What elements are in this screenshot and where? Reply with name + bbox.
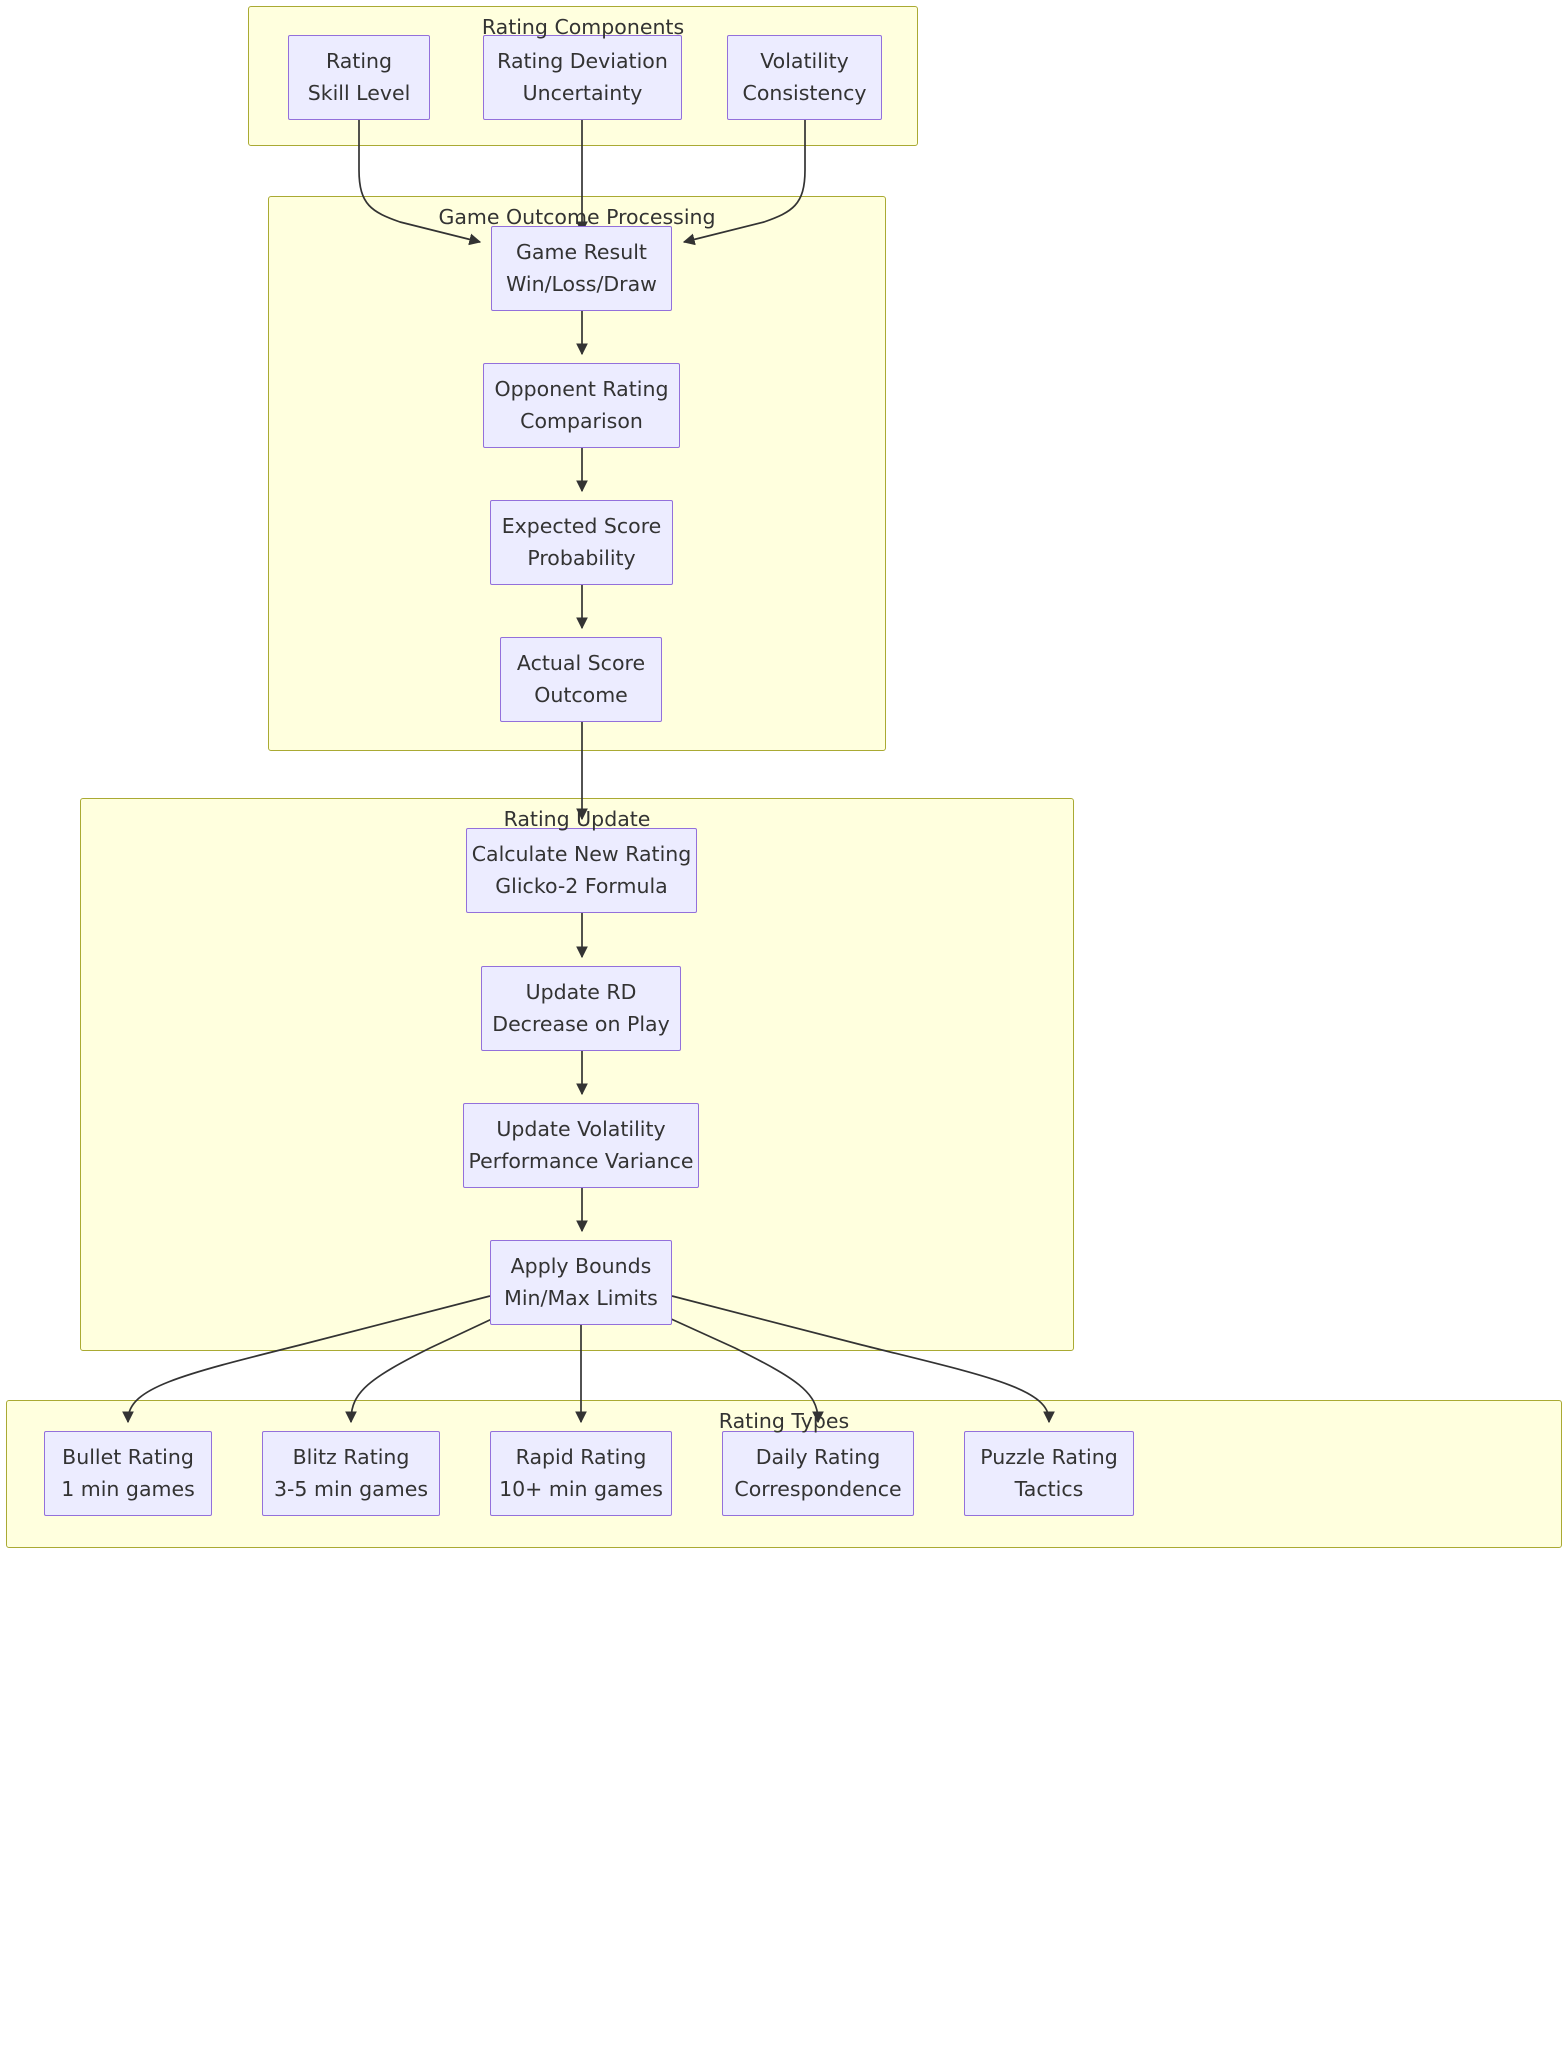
node-blitz-rating[interactable]: Blitz Rating 3-5 min games bbox=[262, 1431, 440, 1516]
node-rapid-rating-subtitle: 10+ min games bbox=[499, 1476, 663, 1501]
node-update-rd-subtitle: Decrease on Play bbox=[492, 1011, 670, 1036]
node-daily-rating-subtitle: Correspondence bbox=[734, 1476, 902, 1501]
node-update-volatility-subtitle: Performance Variance bbox=[468, 1148, 694, 1173]
node-apply-bounds-subtitle: Min/Max Limits bbox=[504, 1285, 658, 1310]
node-rapid-rating-title: Rapid Rating bbox=[515, 1444, 647, 1469]
node-game-result-subtitle: Win/Loss/Draw bbox=[506, 271, 657, 296]
cluster-label-rating-update: Rating Update bbox=[503, 807, 651, 831]
node-bullet-rating[interactable]: Bullet Rating 1 min games bbox=[44, 1431, 212, 1516]
node-volatility-title: Volatility bbox=[760, 48, 849, 73]
node-rating-title: Rating bbox=[325, 48, 393, 73]
node-apply-bounds-title: Apply Bounds bbox=[510, 1253, 652, 1278]
node-expected-score-title: Expected Score bbox=[501, 513, 662, 538]
node-puzzle-rating-subtitle: Tactics bbox=[1014, 1476, 1084, 1501]
node-bullet-rating-subtitle: 1 min games bbox=[61, 1476, 195, 1501]
cluster-label-game-outcome-processing: Game Outcome Processing bbox=[438, 205, 716, 229]
node-opponent-rating-title: Opponent Rating bbox=[494, 376, 669, 401]
node-rating-deviation-subtitle: Uncertainty bbox=[522, 80, 643, 105]
node-volatility-subtitle: Consistency bbox=[742, 80, 867, 105]
node-daily-rating-title: Daily Rating bbox=[755, 1444, 881, 1469]
node-calculate-rating-subtitle: Glicko-2 Formula bbox=[495, 873, 668, 898]
node-actual-score-subtitle: Outcome bbox=[534, 682, 628, 707]
node-update-rd[interactable]: Update RD Decrease on Play bbox=[481, 966, 681, 1051]
node-puzzle-rating-title: Puzzle Rating bbox=[980, 1444, 1118, 1469]
node-blitz-rating-title: Blitz Rating bbox=[292, 1444, 410, 1469]
node-rapid-rating[interactable]: Rapid Rating 10+ min games bbox=[490, 1431, 672, 1516]
node-bullet-rating-title: Bullet Rating bbox=[62, 1444, 194, 1469]
node-expected-score-subtitle: Probability bbox=[527, 545, 636, 570]
node-game-result-title: Game Result bbox=[516, 239, 647, 264]
node-update-volatility-title: Update Volatility bbox=[496, 1116, 666, 1141]
node-actual-score-title: Actual Score bbox=[516, 650, 646, 675]
node-calculate-rating-title: Calculate New Rating bbox=[471, 841, 692, 866]
cluster-label-rating-types: Rating Types bbox=[718, 1409, 850, 1433]
node-blitz-rating-subtitle: 3-5 min games bbox=[273, 1476, 428, 1501]
node-update-rd-title: Update RD bbox=[525, 979, 637, 1004]
node-rating-deviation-title: Rating Deviation bbox=[497, 48, 668, 73]
cluster-label-rating-components: Rating Components bbox=[481, 15, 685, 39]
node-rating-subtitle: Skill Level bbox=[307, 80, 411, 105]
node-opponent-rating-subtitle: Comparison bbox=[520, 408, 643, 433]
